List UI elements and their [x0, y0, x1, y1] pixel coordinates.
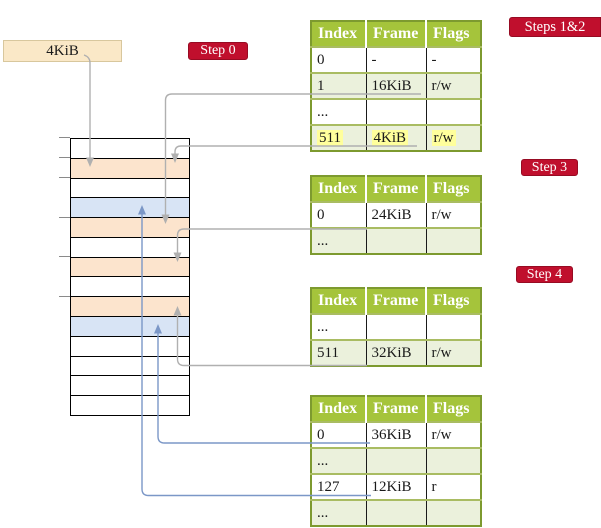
memory-frame-row [71, 296, 189, 317]
page-table-4: Index Frame Flags 0 36KiB r/w ... 127 12… [310, 395, 482, 527]
badge-step-4: Step 4 [516, 266, 573, 283]
table-header-row: Index Frame Flags [311, 176, 481, 203]
table-row: ... [311, 313, 481, 340]
cell-frame: 16KiB [366, 72, 427, 99]
table-header-row: Index Frame Flags [311, 21, 481, 48]
cell-index: ... [311, 499, 367, 526]
memory-frame-row [71, 276, 189, 297]
cell-index: 511 [311, 339, 367, 366]
cell-flags: r/w [426, 339, 481, 366]
cell-frame [366, 227, 427, 254]
cell-index: 0 [311, 421, 367, 448]
cell-flags: r/w [426, 421, 481, 448]
memory-frame-row [71, 236, 189, 257]
page-table-2: Index Frame Flags 0 24KiB r/w ... [310, 175, 482, 255]
table-row: ... [311, 98, 481, 125]
table-row: 511 32KiB r/w [311, 339, 481, 366]
cell-index: ... [311, 313, 367, 340]
column-header-flags: Flags [426, 396, 481, 423]
table-header-row: Index Frame Flags [311, 396, 481, 423]
cell-index: ... [311, 227, 367, 254]
cell-flags [426, 98, 481, 125]
cell-flags [426, 499, 481, 526]
highlighted-value: 511 [317, 129, 343, 146]
cell-flags: r [426, 473, 481, 500]
table-row-highlighted: 511 4KiB r/w [311, 124, 481, 151]
cell-flags: r/w [426, 72, 481, 99]
cell-frame: 36KiB [366, 421, 427, 448]
memory-frame-row [71, 375, 189, 396]
table-row: 0 - - [311, 46, 481, 73]
address-tick [59, 256, 70, 257]
cell-flags: - [426, 46, 481, 73]
table-row: 127 12KiB r [311, 473, 481, 500]
page-table-3: Index Frame Flags ... 511 32KiB r/w [310, 287, 482, 367]
column-header-index: Index [311, 396, 367, 423]
root-table-address-box: 4KiB [3, 40, 122, 62]
address-tick [59, 217, 70, 218]
cell-flags [426, 227, 481, 254]
cell-frame [366, 313, 427, 340]
column-header-index: Index [311, 21, 367, 48]
memory-frame-row [71, 157, 189, 178]
badge-step-0: Step 0 [188, 42, 248, 60]
cell-flags [426, 313, 481, 340]
cell-index: 511 [311, 124, 367, 151]
address-tick [59, 177, 70, 178]
cell-frame: 24KiB [366, 201, 427, 228]
column-header-index: Index [311, 176, 367, 203]
cell-flags: r/w [426, 201, 481, 228]
cell-flags [426, 447, 481, 474]
memory-frame-row [71, 395, 189, 415]
address-tick [59, 157, 70, 158]
cell-frame: 32KiB [366, 339, 427, 366]
cell-frame [366, 499, 427, 526]
column-header-index: Index [311, 288, 367, 315]
address-tick [59, 137, 70, 138]
cell-index: 0 [311, 201, 367, 228]
address-tick [59, 296, 70, 297]
memory-frame-row [71, 256, 189, 277]
badge-steps-1-2: Steps 1&2 [509, 17, 601, 37]
table-row: ... [311, 227, 481, 254]
physical-memory-column [70, 138, 190, 416]
memory-frame-row [71, 139, 189, 158]
table-row: 0 36KiB r/w [311, 421, 481, 448]
cell-index: ... [311, 98, 367, 125]
memory-frame-row [71, 177, 189, 198]
cell-frame: - [366, 46, 427, 73]
column-header-flags: Flags [426, 21, 481, 48]
cell-frame [366, 447, 427, 474]
column-header-frame: Frame [366, 21, 427, 48]
table-row: ... [311, 447, 481, 474]
cell-index: ... [311, 447, 367, 474]
column-header-frame: Frame [366, 176, 427, 203]
table-row: 0 24KiB r/w [311, 201, 481, 228]
memory-frame-row [71, 335, 189, 356]
memory-frame-row [71, 355, 189, 376]
memory-frame-row [71, 316, 189, 336]
badge-step-3: Step 3 [521, 159, 578, 176]
table-row: ... [311, 499, 481, 526]
cell-index: 0 [311, 46, 367, 73]
column-header-flags: Flags [426, 288, 481, 315]
memory-frame-row [71, 197, 189, 218]
table-header-row: Index Frame Flags [311, 288, 481, 315]
cell-index: 1 [311, 72, 367, 99]
highlighted-value: r/w [431, 129, 456, 146]
page-table-1: Index Frame Flags 0 - - 1 16KiB r/w ... … [310, 20, 482, 152]
memory-frame-row [71, 217, 189, 237]
table-row: 1 16KiB r/w [311, 72, 481, 99]
cell-index: 127 [311, 473, 367, 500]
column-header-flags: Flags [426, 176, 481, 203]
cell-frame: 4KiB [366, 124, 427, 151]
column-header-frame: Frame [366, 288, 427, 315]
column-header-frame: Frame [366, 396, 427, 423]
cell-frame: 12KiB [366, 473, 427, 500]
root-table-address-label: 4KiB [46, 42, 79, 59]
highlighted-value: 4KiB [371, 129, 409, 146]
cell-frame [366, 98, 427, 125]
cell-flags: r/w [426, 124, 481, 151]
